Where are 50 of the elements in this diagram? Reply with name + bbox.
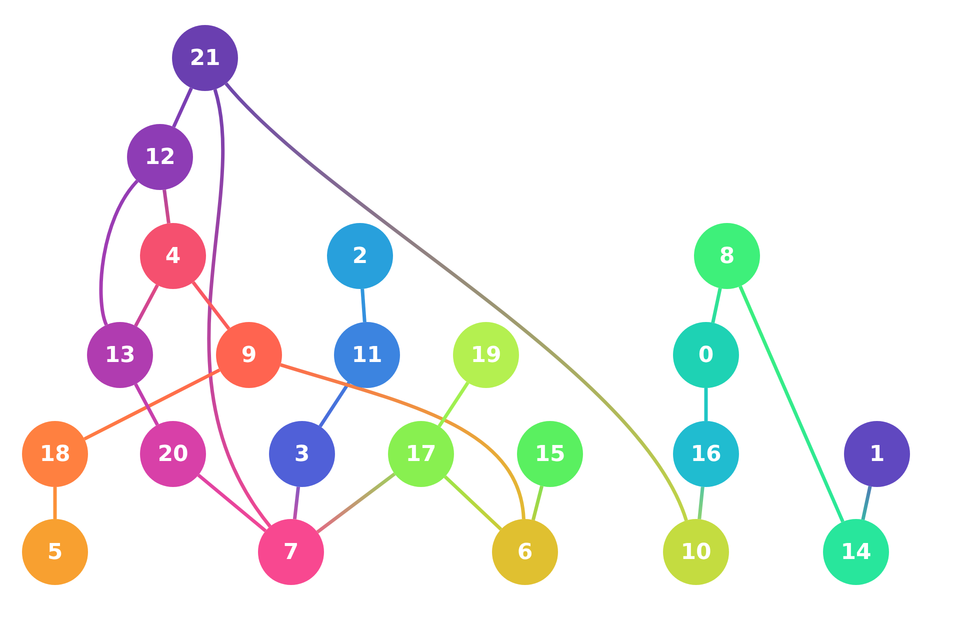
- connector-line: [698, 486, 704, 520]
- node-label: 13: [104, 342, 136, 368]
- connector-line: [280, 363, 526, 520]
- connector-line: [531, 486, 544, 520]
- node-label: 2: [352, 244, 368, 268]
- connector-line: [444, 475, 502, 531]
- node-label: 7: [283, 540, 299, 564]
- node-label: 6: [517, 540, 533, 564]
- connector-line: [292, 486, 300, 520]
- connector-line: [162, 189, 170, 224]
- connector-line: [207, 89, 272, 528]
- connector-line: [134, 284, 159, 327]
- node-label: 10: [680, 540, 712, 564]
- node-label: 12: [144, 144, 176, 170]
- node-label: 3: [294, 442, 310, 466]
- node-label: 18: [40, 442, 70, 466]
- connector-line: [134, 383, 159, 426]
- connector-line: [438, 382, 470, 428]
- connector-line: [224, 82, 688, 522]
- connector-line: [738, 286, 844, 522]
- connector-line: [172, 87, 193, 128]
- connector-line: [711, 288, 722, 324]
- node-label: 11: [352, 342, 382, 368]
- node-label: 1: [869, 442, 885, 466]
- connector-line: [197, 474, 267, 532]
- node-label: 17: [406, 442, 436, 466]
- circle-node: [127, 124, 193, 190]
- connector-line: [99, 180, 139, 326]
- connector-line: [53, 487, 57, 519]
- node-label: 21: [190, 46, 220, 70]
- node-label: 4: [165, 244, 181, 268]
- circle-node: [258, 519, 324, 585]
- circle-node: [388, 421, 454, 487]
- connector-line: [84, 368, 220, 441]
- connector-line: [316, 472, 396, 534]
- node-label: 15: [534, 442, 566, 466]
- node-label: 14: [840, 540, 872, 564]
- connector-line: [318, 382, 350, 428]
- connector-line: [861, 486, 872, 520]
- node-label: 9: [241, 342, 257, 368]
- node-label: 19: [470, 342, 502, 368]
- node-label: 5: [47, 540, 63, 564]
- connector-line: [360, 288, 366, 322]
- circle-node: [453, 322, 519, 388]
- node-label: 20: [158, 442, 188, 466]
- node-label: 16: [690, 442, 722, 466]
- node-label: 8: [719, 244, 735, 268]
- connector-line: [192, 281, 230, 330]
- connector-line: [704, 388, 708, 421]
- node-label: 0: [698, 342, 714, 368]
